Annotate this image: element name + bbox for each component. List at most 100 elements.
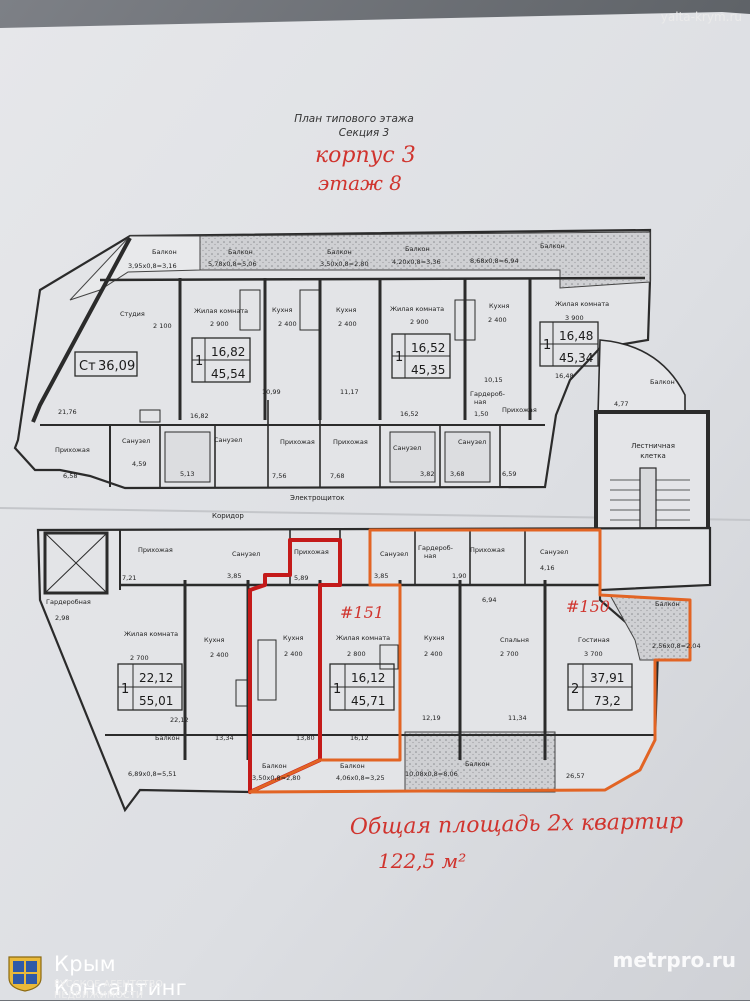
- top-dim-4: 2 400: [338, 320, 357, 328]
- bottom-dim-1: 2 700: [130, 654, 149, 662]
- top-kitchen-label-2: Кухня: [336, 306, 357, 314]
- top-apt4-living: 16,48: [559, 329, 593, 343]
- bottom-balcony-label-2: Балкон: [262, 762, 287, 770]
- top-bath-label-4: Санузел: [458, 438, 486, 446]
- stair-label-1: Лестничная: [631, 442, 675, 450]
- top-bath-label-1: Санузел: [122, 437, 150, 445]
- bottom-area-8: 2,98: [55, 614, 69, 622]
- header-line2: Секция 3: [339, 127, 389, 139]
- bottom-bath-label-1: Санузел: [232, 550, 260, 558]
- bottom-dim-5: 2 400: [424, 650, 443, 658]
- logo-title: Крым Консалтинг: [54, 952, 187, 1000]
- bottom-apt1-total: 55,01: [139, 694, 173, 708]
- handwritten-total-line1: Общая площадь 2х квартир: [350, 809, 684, 840]
- top-balcony-area-3: 3,50х0,8=2,80: [320, 260, 369, 268]
- top-hall-label-1: Прихожая: [55, 446, 90, 454]
- top-living-label-2: Жилая комната: [390, 305, 444, 313]
- top-area-15: 3,68: [450, 470, 464, 478]
- top-dim-6: 2 400: [488, 316, 507, 324]
- bottom-apt3-rooms: 2: [571, 682, 579, 697]
- top-apt3-rooms: 1: [395, 350, 403, 365]
- top-apt2-rooms: 1: [195, 354, 203, 369]
- bottom-balcony-area-3: 4,06х0,8=3,25: [336, 774, 385, 782]
- top-balcony-area-5: 8,68х0,8=6,94: [470, 257, 519, 265]
- top-dim-5: 2 900: [410, 318, 429, 326]
- top-area-1: 21,76: [58, 408, 77, 416]
- top-balcony-label-4: Балкон: [405, 245, 430, 253]
- bottom-area-10: 13,34: [215, 734, 234, 742]
- electro-label: Электрощиток: [290, 494, 344, 502]
- top-bath-label-3: Санузел: [393, 444, 421, 452]
- bottom-area-9: 22,12: [170, 716, 189, 724]
- bottom-apt3-living: 37,91: [590, 671, 624, 685]
- top-area-6: 10,15: [484, 376, 503, 384]
- corridor-label: Коридор: [212, 512, 244, 520]
- top-balcony-area-1: 3,95х0,8=3,16: [128, 262, 177, 270]
- bottom-area-15: 26,57: [566, 772, 585, 780]
- top-area-9: 6,58: [63, 472, 77, 480]
- watermark-bottom: metrpro.ru: [612, 948, 736, 972]
- handwritten-apt151: #151: [340, 603, 384, 622]
- handwritten-korpus: корпус 3: [315, 143, 416, 168]
- top-area-4: 11,17: [340, 388, 359, 396]
- top-area-2: 16,82: [190, 412, 209, 420]
- top-apt1-rooms: Ст: [79, 359, 96, 374]
- top-apt2-total: 45,54: [211, 367, 245, 381]
- bottom-area-2: 3,85: [227, 572, 241, 580]
- top-hall-label-4: Прихожая: [502, 406, 537, 414]
- top-apt4-total: 45,34: [559, 351, 593, 365]
- bottom-guest-label: Гостиная: [578, 636, 610, 644]
- top-section: [13, 228, 652, 490]
- top-living-label-1: Жилая комната: [194, 307, 248, 315]
- watermark-top: yalta-krym.ru: [660, 10, 742, 24]
- bottom-hall-label-3: Прихожая: [470, 546, 505, 554]
- apartment-150-outline: [248, 528, 692, 794]
- bottom-balcony-area-2: 3,50х0,8=2,80: [252, 774, 301, 782]
- bottom-balcony-label-4: Балкон: [465, 760, 490, 768]
- top-apt3-total: 45,35: [411, 363, 445, 377]
- top-area-10: 4,59: [132, 460, 146, 468]
- bottom-kitchen-label-3: Кухня: [424, 634, 445, 642]
- bottom-area-12: 16,12: [350, 734, 369, 742]
- bottom-area-14: 11,34: [508, 714, 527, 722]
- logo-subtitle: РУССКОЕ АГЕНТСТВО НЕДВИЖИМОСТИ: [54, 979, 164, 1001]
- bottom-section: [36, 526, 712, 813]
- top-kitchen-label-1: Кухня: [272, 306, 293, 314]
- bottom-bath-label-2: Санузел: [380, 550, 408, 558]
- bottom-dim-6: 2 700: [500, 650, 519, 658]
- bottom-area-7: 6,94: [482, 596, 496, 604]
- top-balcony-label-2: Балкон: [228, 248, 253, 256]
- bottom-kitchen-label-1: Кухня: [204, 636, 225, 644]
- top-hall-label-3: Прихожая: [333, 438, 368, 446]
- top-area-12: 7,56: [272, 472, 286, 480]
- bottom-dim-3: 2 400: [284, 650, 303, 658]
- bottom-bath-label-3: Санузел: [540, 548, 568, 556]
- top-dim-2: 2 900: [210, 320, 229, 328]
- bottom-area-3: 5,89: [294, 574, 308, 582]
- bottom-apt1-living: 22,12: [139, 671, 173, 685]
- top-wardrobe-label-1: Гардероб-: [470, 390, 506, 398]
- bottom-apt2-rooms: 1: [333, 682, 341, 697]
- top-kitchen-label-3: Кухня: [489, 302, 510, 310]
- top-apt1-living: 36,09: [98, 359, 135, 374]
- bottom-bedroom-label: Спальня: [500, 636, 529, 644]
- top-area-14: 3,82: [420, 470, 434, 478]
- top-studio-label: Студия: [120, 310, 145, 318]
- top-apt4-rooms: 1: [543, 338, 551, 353]
- handwritten-apt150: #150: [566, 597, 610, 616]
- top-bath-label-2: Санузел: [214, 436, 242, 444]
- top-area-7: 16,48: [555, 372, 574, 380]
- header-line1: План типового этажа: [294, 113, 414, 125]
- top-dim-3: 2 400: [278, 320, 297, 328]
- top-balcony-area-4: 4,20х0,8=3,36: [392, 258, 441, 266]
- top-area-5: 16,52: [400, 410, 419, 418]
- bottom-balcony-area-4: 10,08х0,8=8,06: [405, 770, 458, 778]
- top-balcony-label-5: Балкон: [540, 242, 565, 250]
- top-area-11: 5,13: [180, 470, 194, 478]
- bottom-balcony-area-1: 6,89х0,8=5,51: [128, 770, 177, 778]
- bottom-apt2-total: 45,71: [351, 694, 385, 708]
- top-area-13: 7,68: [330, 472, 344, 480]
- bottom-balcony-label-3: Балкон: [340, 762, 365, 770]
- top-apt3-living: 16,52: [411, 341, 445, 355]
- bottom-dim-2: 2 400: [210, 651, 229, 659]
